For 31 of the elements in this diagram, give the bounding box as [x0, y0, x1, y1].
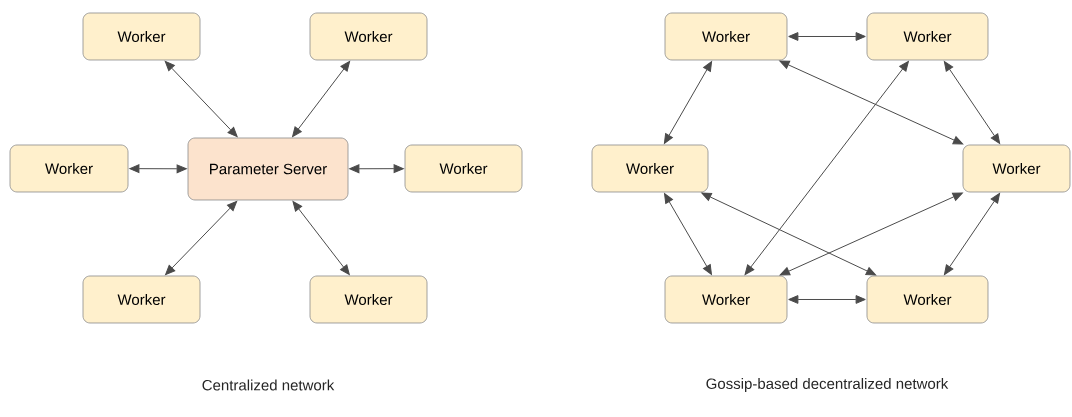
worker-box: Worker	[664, 12, 788, 61]
arrow	[129, 164, 187, 174]
worker-box: Worker	[664, 275, 788, 324]
arrow	[943, 61, 1001, 144]
worker-box: Worker	[309, 275, 428, 324]
arrow	[165, 200, 238, 276]
arrow	[788, 32, 866, 41]
arrow	[779, 60, 964, 145]
arrow	[164, 60, 238, 138]
worker-box: Worker	[82, 275, 201, 324]
arrow	[664, 193, 712, 275]
worker-box: Worker	[9, 144, 129, 193]
worker-box: Worker	[82, 12, 201, 61]
arrow	[663, 61, 713, 144]
arrow	[292, 60, 351, 138]
arrow	[292, 200, 350, 276]
caption: Centralized network	[202, 379, 335, 391]
worker-box: Worker	[404, 144, 523, 193]
worker-box: Worker	[962, 144, 1071, 193]
caption: Gossip-based decentralized network	[706, 378, 949, 392]
arrow	[779, 192, 963, 276]
worker-box: Worker	[309, 12, 428, 61]
worker-box: Worker	[866, 12, 989, 61]
worker-box: Worker	[591, 144, 709, 193]
arrow	[788, 295, 866, 304]
arrow	[943, 193, 1001, 275]
server-box: Parameter Server	[187, 137, 349, 201]
arrow	[744, 60, 909, 276]
arrow	[349, 164, 404, 174]
arrow	[701, 192, 877, 276]
worker-box: Worker	[866, 275, 989, 324]
